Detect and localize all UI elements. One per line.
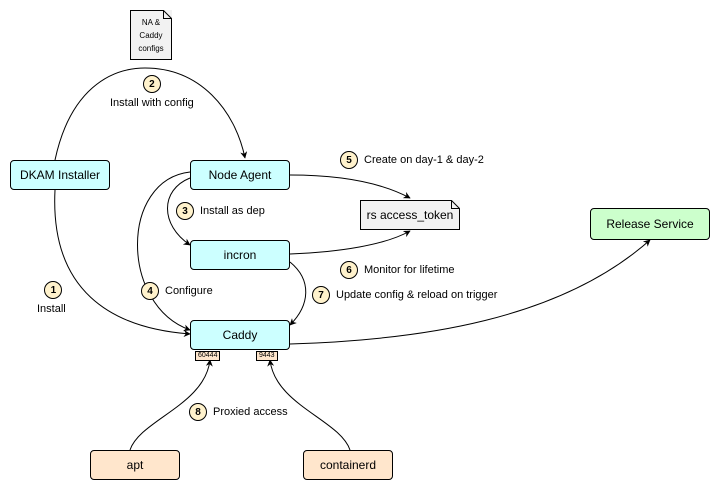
step-5-badge: 5 [340,151,358,169]
step-8: 8 Proxied access [189,403,288,421]
edge-incron-to-token [289,230,411,255]
edge-node-agent-to-token [289,174,411,199]
document-outline [130,10,172,60]
edge-installer-to-node-agent [54,67,248,161]
edge-containerd-to-caddy [267,359,351,451]
configs-line-1: NA & [141,17,161,27]
step-7-badge: 7 [312,286,330,304]
step-3-label: Install as dep [200,205,265,217]
access-token-document: rs access_token [360,200,460,230]
apt-node[interactable]: apt [90,450,180,480]
access-token-label: rs access_token [366,208,454,222]
step-6-badge: 6 [340,261,358,279]
step-2: 2 Install with config [110,75,194,109]
step-5-label: Create on day-1 & day-2 [364,154,484,166]
node-agent-node[interactable]: Node Agent [190,160,290,190]
dkam-installer-node[interactable]: DKAM Installer [10,160,110,190]
step-3: 3 Install as dep [176,202,265,220]
step-6: 6 Monitor for lifetime [340,261,454,279]
configs-line-3: configs [138,43,164,53]
step-6-label: Monitor for lifetime [364,264,455,276]
configs-line-2: Caddy [139,30,163,40]
incron-node[interactable]: incron [190,240,290,270]
caddy-node[interactable]: Caddy [190,320,290,350]
step-8-badge: 8 [189,403,207,421]
step-5: 5 Create on day-1 & day-2 [340,151,484,169]
configs-document-label: NA & Caddy configs [138,16,163,55]
edge-apt-to-caddy [129,359,213,451]
step-8-label: Proxied access [213,406,288,418]
step-7: 7 Update config & reload on trigger [312,286,497,304]
caddy-port-left: 60444 [195,351,221,361]
edge-installer-to-caddy [54,189,191,338]
step-3-badge: 3 [176,202,194,220]
edge-caddy-to-release-service [289,239,651,345]
caddy-port-right: 9443 [256,351,278,361]
step-1-label: Install [37,303,66,315]
edge-node-agent-to-caddy [137,171,191,332]
document-outline [360,200,460,230]
step-2-badge: 2 [142,75,161,93]
step-2-label: Install with config [110,97,194,109]
release-service-node[interactable]: Release Service [590,208,710,240]
edge-incron-to-caddy [289,261,307,326]
edge-node-agent-to-incron [167,177,191,246]
step-4: 4 Configure [141,282,213,300]
step-1: 1 Install [37,281,66,315]
configs-document: NA & Caddy configs [130,10,172,60]
step-4-badge: 4 [141,282,159,300]
step-1-badge: 1 [44,281,63,299]
step-4-label: Configure [165,285,213,297]
step-7-label: Update config & reload on trigger [336,289,498,301]
containerd-node[interactable]: containerd [303,450,393,480]
